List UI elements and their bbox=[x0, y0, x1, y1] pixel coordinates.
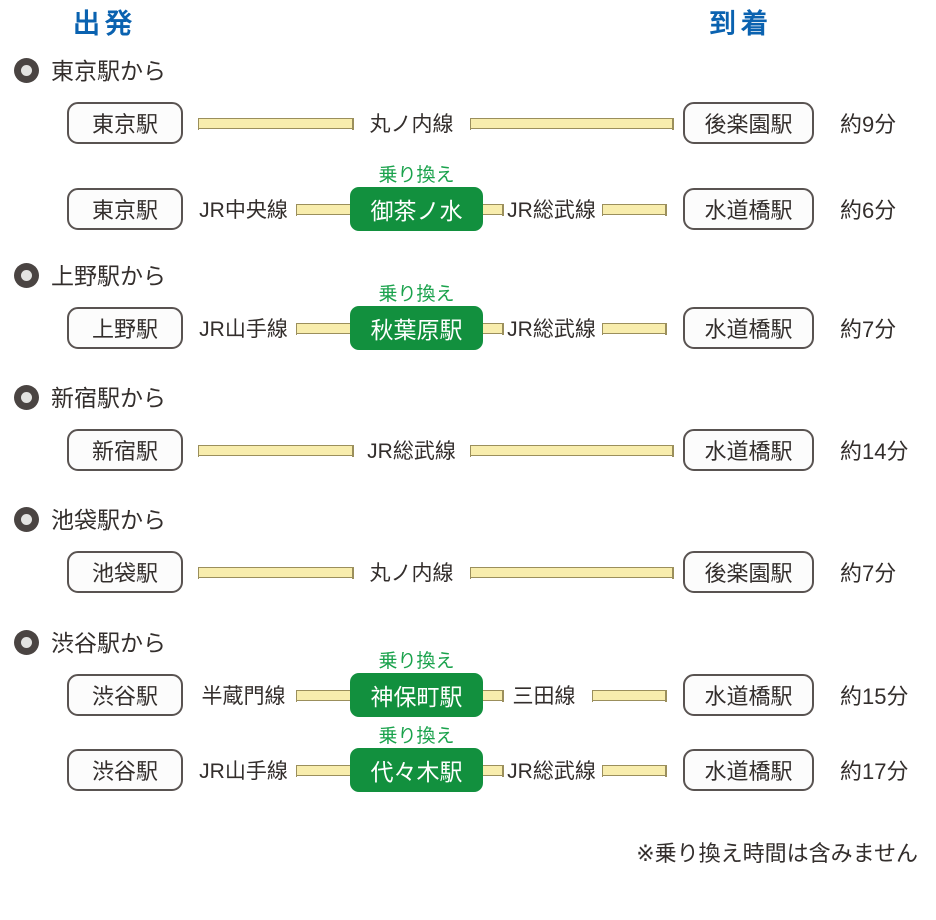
group-heading: 東京駅から bbox=[14, 58, 166, 83]
rail-line-segment bbox=[469, 566, 674, 579]
travel-time: 約7分 bbox=[840, 561, 897, 586]
rail-line-segment bbox=[481, 689, 504, 702]
rail-line-segment bbox=[295, 764, 354, 777]
rail-line-segment bbox=[295, 689, 354, 702]
rail-line-name: JR総武線 bbox=[507, 760, 596, 783]
rail-line-segment bbox=[295, 203, 354, 216]
rail-line-segment bbox=[197, 566, 354, 579]
transfer-caption: 乗り換え bbox=[378, 726, 455, 747]
destination-station-box: 水道橋駅 bbox=[683, 188, 814, 230]
rail-line-segment bbox=[601, 764, 667, 777]
bullet-inner-dot bbox=[21, 514, 32, 525]
rail-line-segment bbox=[197, 444, 354, 457]
column-header-arrival: 到着 bbox=[709, 9, 773, 39]
rail-line-name: JR中央線 bbox=[199, 199, 288, 222]
rail-line-name: JR総武線 bbox=[367, 440, 456, 463]
bullet-icon bbox=[14, 630, 39, 655]
rail-line-segment bbox=[469, 117, 674, 130]
bullet-inner-dot bbox=[21, 392, 32, 403]
column-header-departure: 出発 bbox=[73, 9, 137, 39]
rail-line-segment bbox=[469, 444, 674, 457]
bullet-inner-dot bbox=[21, 637, 32, 648]
origin-station-box: 池袋駅 bbox=[67, 551, 183, 593]
origin-station-box: 上野駅 bbox=[67, 307, 183, 349]
rail-line-segment bbox=[601, 322, 667, 335]
destination-station-box: 水道橋駅 bbox=[683, 429, 814, 471]
group-label: 渋谷駅から bbox=[51, 630, 166, 656]
bullet-icon bbox=[14, 385, 39, 410]
transfer-caption: 乗り換え bbox=[378, 284, 455, 305]
travel-time: 約9分 bbox=[840, 112, 897, 137]
rail-line-name: 半蔵門線 bbox=[201, 685, 286, 708]
transfer-station-box: 秋葉原駅 bbox=[350, 306, 483, 350]
group-label: 東京駅から bbox=[51, 58, 166, 84]
origin-station-box: 東京駅 bbox=[67, 188, 183, 230]
rail-line-name: 三田線 bbox=[512, 685, 576, 708]
transfer-station-box: 代々木駅 bbox=[350, 748, 483, 792]
bullet-inner-dot bbox=[21, 65, 32, 76]
group-heading: 池袋駅から bbox=[14, 507, 166, 532]
destination-station-box: 後楽園駅 bbox=[683, 102, 814, 144]
transfer-caption: 乗り換え bbox=[378, 165, 455, 186]
rail-line-name: JR山手線 bbox=[199, 318, 288, 341]
bullet-icon bbox=[14, 507, 39, 532]
route-row: JR山手線 JR総武線 上野駅 乗り換え秋葉原駅 水道橋駅 約7分 bbox=[0, 284, 936, 351]
origin-station-box: 渋谷駅 bbox=[67, 749, 183, 791]
bullet-inner-dot bbox=[21, 270, 32, 281]
travel-time: 約15分 bbox=[840, 684, 909, 709]
bullet-icon bbox=[14, 58, 39, 83]
group-heading: 上野駅から bbox=[14, 263, 166, 288]
group-heading: 渋谷駅から bbox=[14, 630, 166, 655]
rail-line-segment bbox=[601, 203, 667, 216]
bullet-icon bbox=[14, 263, 39, 288]
rail-line-name: 丸ノ内線 bbox=[369, 562, 454, 585]
destination-station-box: 水道橋駅 bbox=[683, 674, 814, 716]
route-row: JR中央線 JR総武線 東京駅 乗り換え御茶ノ水 水道橋駅 約6分 bbox=[0, 165, 936, 232]
rail-line-name: JR総武線 bbox=[507, 199, 596, 222]
rail-line-segment bbox=[197, 117, 354, 130]
origin-station-box: 渋谷駅 bbox=[67, 674, 183, 716]
rail-line-name: JR総武線 bbox=[507, 318, 596, 341]
rail-line-name: JR山手線 bbox=[199, 760, 288, 783]
route-row: 丸ノ内線 池袋駅 後楽園駅 約7分 bbox=[0, 551, 936, 595]
travel-time: 約17分 bbox=[840, 759, 909, 784]
origin-station-box: 新宿駅 bbox=[67, 429, 183, 471]
destination-station-box: 後楽園駅 bbox=[683, 551, 814, 593]
group-label: 池袋駅から bbox=[51, 507, 166, 533]
rail-line-segment bbox=[295, 322, 354, 335]
travel-time: 約14分 bbox=[840, 439, 909, 464]
rail-line-name: 丸ノ内線 bbox=[369, 113, 454, 136]
travel-time: 約6分 bbox=[840, 198, 897, 223]
origin-station-box: 東京駅 bbox=[67, 102, 183, 144]
group-label: 上野駅から bbox=[51, 263, 166, 289]
transfer-caption: 乗り換え bbox=[378, 651, 455, 672]
route-row: 半蔵門線 三田線 渋谷駅 乗り換え神保町駅 水道橋駅 約15分 bbox=[0, 651, 936, 718]
rail-line-segment bbox=[591, 689, 667, 702]
destination-station-box: 水道橋駅 bbox=[683, 749, 814, 791]
route-row: JR総武線 新宿駅 水道橋駅 約14分 bbox=[0, 429, 936, 473]
transfer-station-box: 神保町駅 bbox=[350, 673, 483, 717]
group-label: 新宿駅から bbox=[51, 385, 166, 411]
destination-station-box: 水道橋駅 bbox=[683, 307, 814, 349]
group-heading: 新宿駅から bbox=[14, 385, 166, 410]
travel-time: 約7分 bbox=[840, 317, 897, 342]
route-row: JR山手線 JR総武線 渋谷駅 乗り換え代々木駅 水道橋駅 約17分 bbox=[0, 726, 936, 793]
footnote-note: ※乗り換え時間は含みません bbox=[636, 841, 918, 866]
route-row: 丸ノ内線 東京駅 後楽園駅 約9分 bbox=[0, 102, 936, 146]
transfer-station-box: 御茶ノ水 bbox=[350, 187, 483, 231]
